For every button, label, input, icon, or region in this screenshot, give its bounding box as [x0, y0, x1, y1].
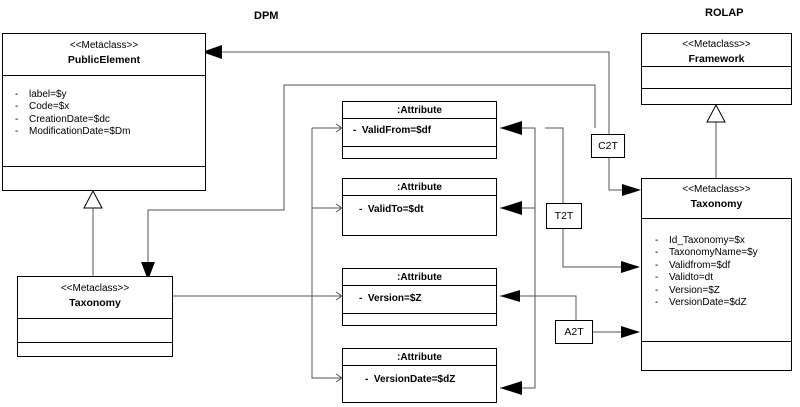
attribute-right-bracket	[500, 127, 536, 389]
arrowhead-version	[500, 290, 520, 302]
t2t-connector	[545, 127, 628, 268]
attribute-item: Validfrom=$df	[655, 260, 758, 272]
attribute-item: Version=$Z	[655, 285, 758, 297]
attribute-item: VersionDate=$dZ	[655, 297, 758, 309]
attribute-box-validto: :Attribute - ValidTo=$dt	[342, 178, 497, 236]
c2t-connector	[210, 51, 630, 191]
generalization-arrow-rolap	[706, 103, 726, 123]
stereotype-label: <<Metaclass>>	[69, 40, 139, 51]
attribute-list: label=$y Code=$x CreationDate=$dc Modifi…	[15, 89, 130, 139]
attribute-value: - ValidFrom=$df	[353, 125, 432, 136]
attribute-item: TaxonomyName=$y	[655, 247, 758, 259]
attribute-list: Id_Taxonomy=$x TaxonomyName=$y Validfrom…	[655, 235, 758, 309]
attribute-item: ModificationDate=$Dm	[15, 126, 130, 138]
a2t-label: A2T	[555, 320, 593, 344]
attribute-title: :Attribute	[397, 105, 442, 116]
attribute-value: - Version=$Z	[359, 293, 422, 304]
dpm-taxonomy-class: <<Metaclass>> Taxonomy	[17, 276, 173, 357]
class-name: Taxonomy	[690, 198, 743, 210]
arrowhead-public-element	[202, 45, 222, 59]
attribute-value: - VersionDate=$dZ	[365, 374, 456, 385]
stereotype-label: <<Metaclass>>	[60, 283, 130, 294]
generalization-arrow-dpm	[83, 189, 103, 209]
rolap-header: ROLAP	[705, 7, 744, 19]
attribute-title: :Attribute	[397, 182, 442, 193]
public-element-class: <<Metaclass>> PublicElement label=$y Cod…	[2, 33, 206, 191]
attribute-title: :Attribute	[397, 272, 442, 283]
rolap-taxonomy-class: <<Metaclass>> Taxonomy Id_Taxonomy=$x Ta…	[641, 178, 792, 371]
stereotype-label: <<Metaclass>>	[682, 184, 751, 195]
arrowhead-rolap-t2t	[621, 261, 640, 273]
dpm-header: DPM	[254, 10, 279, 22]
class-name: Taxonomy	[69, 297, 121, 309]
attribute-box-version: :Attribute - Version=$Z	[342, 268, 497, 326]
a2t-connector	[500, 295, 628, 333]
arrowhead-versiondate	[500, 381, 522, 395]
t2t-label: T2T	[546, 203, 582, 229]
stereotype-label: <<Metaclass>>	[682, 39, 751, 50]
arrowhead-dpm-taxonomy	[141, 262, 155, 280]
attribute-item: Validto=dt	[655, 272, 758, 284]
attribute-box-validfrom: :Attribute - ValidFrom=$df	[342, 101, 497, 159]
attribute-item: label=$y	[15, 89, 130, 101]
attribute-box-versiondate: :Attribute - VersionDate=$dZ	[342, 348, 497, 403]
c2t-label: C2T	[591, 134, 625, 158]
attribute-item: Id_Taxonomy=$x	[655, 235, 758, 247]
arrowhead-rolap-c2t	[622, 184, 641, 196]
routed-connector	[147, 84, 596, 272]
attribute-title: :Attribute	[397, 352, 442, 363]
attribute-value: - ValidTo=$dt	[359, 204, 424, 215]
attribute-item: Code=$x	[15, 101, 130, 113]
class-name: Framework	[688, 53, 745, 65]
arrowhead-rolap-a2t	[621, 326, 640, 338]
attribute-item: CreationDate=$dc	[15, 114, 130, 126]
arrowhead-validfrom	[500, 121, 522, 135]
framework-class: <<Metaclass>> Framework	[641, 33, 792, 105]
class-name: PublicElement	[67, 54, 141, 66]
arrowhead-validto	[500, 201, 522, 215]
